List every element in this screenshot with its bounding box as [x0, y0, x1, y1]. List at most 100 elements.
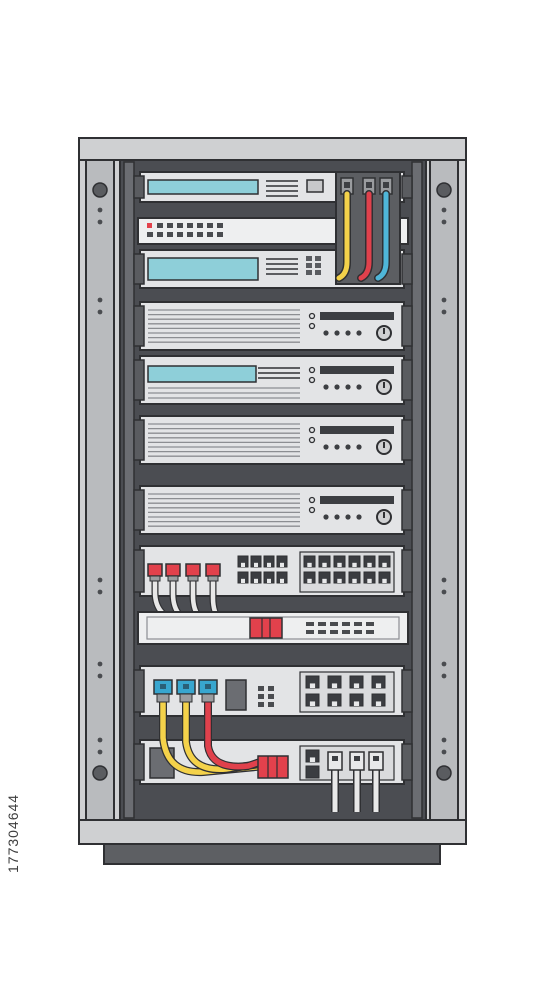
port-notch [353, 683, 360, 688]
red-connector [165, 563, 181, 577]
top-cable-block [335, 171, 401, 285]
keypad-button [258, 702, 264, 707]
indicator-led [334, 444, 340, 450]
port-indicator [217, 223, 223, 228]
port-indicator [318, 630, 326, 634]
indicator-led [323, 514, 329, 520]
status-display [320, 366, 394, 374]
port-indicator [197, 223, 203, 228]
mount-ear-left [133, 359, 145, 401]
port-notch [280, 562, 284, 567]
keypad-button [268, 702, 274, 707]
port-indicator [157, 232, 163, 237]
indicator-led [308, 436, 316, 444]
port-indicator [187, 232, 193, 237]
rail-hole [97, 673, 103, 679]
panel-inset [146, 616, 400, 640]
indicator-led [356, 444, 362, 450]
port-notch [309, 701, 316, 706]
status-display [320, 312, 394, 320]
port-notch [267, 578, 271, 583]
cabinet-bottom [78, 819, 467, 845]
mount-ear-left [133, 669, 145, 713]
mount-ear-left [133, 743, 145, 781]
status-display [320, 496, 394, 504]
rail-hole [441, 297, 447, 303]
right-post [411, 161, 423, 819]
status-display [320, 426, 394, 434]
keypad-button [306, 263, 312, 268]
blue-cable [375, 191, 389, 281]
indicator-led [308, 426, 316, 434]
rj45-latch [354, 756, 360, 761]
rail-hole [97, 589, 103, 595]
indicator-led [308, 376, 316, 384]
port-group [299, 551, 395, 593]
connector-boot [187, 575, 199, 582]
port-notch [352, 578, 357, 583]
keypad-button [306, 270, 312, 275]
port-notch [254, 578, 258, 583]
keypad-button [315, 263, 321, 268]
right-rail [429, 159, 459, 821]
mount-ear-left [133, 305, 145, 347]
mount-ear-left [133, 419, 145, 461]
indicator-led [323, 330, 329, 336]
indicator-led [345, 514, 351, 520]
port-notch [375, 683, 382, 688]
keypad-button [268, 686, 274, 691]
rj45-latch [160, 684, 166, 689]
connector-boot [149, 575, 161, 582]
rail-hole [97, 207, 103, 213]
port-notch [353, 701, 360, 706]
indicator-led [323, 384, 329, 390]
port-indicator [342, 630, 350, 634]
rj45-latch [366, 182, 372, 188]
port-notch [254, 562, 258, 567]
mount-ear-left [133, 175, 145, 199]
rail-hole [441, 309, 447, 315]
port-indicator [207, 223, 213, 228]
indicator-led [334, 514, 340, 520]
rail-bolt-icon [436, 765, 452, 781]
port-notch [382, 578, 387, 583]
port-indicator [157, 223, 163, 228]
rj45-latch [383, 182, 389, 188]
port-indicator [330, 622, 338, 626]
port-indicator [147, 232, 153, 237]
patch-panel-2 [137, 611, 409, 645]
port-notch [267, 562, 271, 567]
port-indicator [187, 223, 193, 228]
rail-hole [441, 589, 447, 595]
red-connector [147, 563, 163, 577]
connector-boot [156, 693, 170, 703]
rail-hole [97, 309, 103, 315]
colored-cable-bundle [153, 679, 289, 779]
port-notch [375, 701, 382, 706]
rail-hole [441, 749, 447, 755]
lcd-display [147, 257, 259, 281]
port-indicator [318, 622, 326, 626]
port-notch [367, 562, 372, 567]
connector-boot [167, 575, 179, 582]
indicator-led [356, 384, 362, 390]
server-2 [133, 355, 413, 405]
port-indicator [306, 630, 314, 634]
port-notch [322, 578, 327, 583]
port-notch [241, 578, 245, 583]
server-1 [133, 301, 413, 351]
keypad-button [268, 694, 274, 699]
rail-hole [97, 661, 103, 667]
indicator-led [308, 506, 316, 514]
rj45-latch [205, 684, 211, 689]
port-indicator [366, 630, 374, 634]
keypad-button [315, 256, 321, 261]
port-indicator [330, 630, 338, 634]
port-notch [241, 562, 245, 567]
connector-boot [179, 693, 193, 703]
mount-ear-right [401, 489, 413, 531]
port-indicator [167, 232, 173, 237]
port-notch [352, 562, 357, 567]
rj45-latch [373, 756, 379, 761]
